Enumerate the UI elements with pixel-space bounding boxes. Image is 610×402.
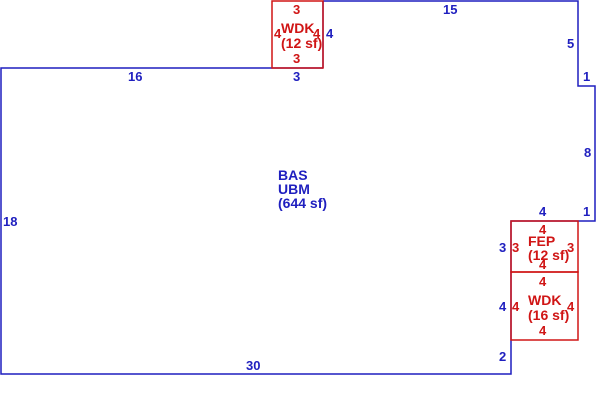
dim-right-mid: 8	[584, 145, 591, 160]
wdk-top-dim-left: 4	[274, 26, 282, 41]
wdk-right-outline	[510, 271, 579, 341]
fep-dim-bottom: 4	[539, 257, 547, 272]
wdk-top-dim-top: 3	[293, 2, 300, 17]
dim-notch-left-lower: 4	[499, 299, 507, 314]
main-area-code: BAS	[278, 167, 308, 183]
fep-dim-top: 4	[539, 222, 547, 237]
fep-code: FEP	[528, 233, 555, 249]
dim-step-b: 1	[583, 69, 590, 84]
wdk-right-area: (16 sf)	[528, 307, 569, 323]
wdk-top-code: WDK	[281, 20, 314, 36]
wdk-right-dim-right: 4	[567, 299, 575, 314]
wdk-top-dim-right: 4	[313, 26, 321, 41]
dim-bottom: 30	[246, 358, 260, 373]
wdk-top-area: (12 sf)	[281, 35, 322, 51]
dim-notch-left-upper: 3	[499, 240, 506, 255]
main-area-size: (644 sf)	[278, 195, 327, 211]
dim-bump-right: 4	[326, 26, 334, 41]
wdk-top-outline	[271, 0, 324, 69]
wdk-right-dim-left: 4	[512, 299, 520, 314]
dim-top-left: 16	[128, 69, 142, 84]
fep-area: (12 sf)	[528, 247, 569, 263]
wdk-top-dim-bottom: 3	[293, 51, 300, 66]
dim-step-c: 1	[583, 204, 590, 219]
dim-top-right: 15	[443, 2, 457, 17]
dim-notch-top: 4	[539, 204, 547, 219]
fep-dim-right: 3	[567, 240, 574, 255]
dim-bump-base: 3	[293, 69, 300, 84]
wdk-right-dim-bottom: 4	[539, 323, 547, 338]
wdk-right-dim-top: 4	[539, 274, 547, 289]
dim-step-a: 5	[567, 36, 574, 51]
fep-dim-left: 3	[512, 240, 519, 255]
dim-left: 18	[3, 214, 17, 229]
dim-notch-left-bottom: 2	[499, 349, 506, 364]
wdk-right-code: WDK	[528, 292, 561, 308]
main-area-name: UBM	[278, 181, 310, 197]
